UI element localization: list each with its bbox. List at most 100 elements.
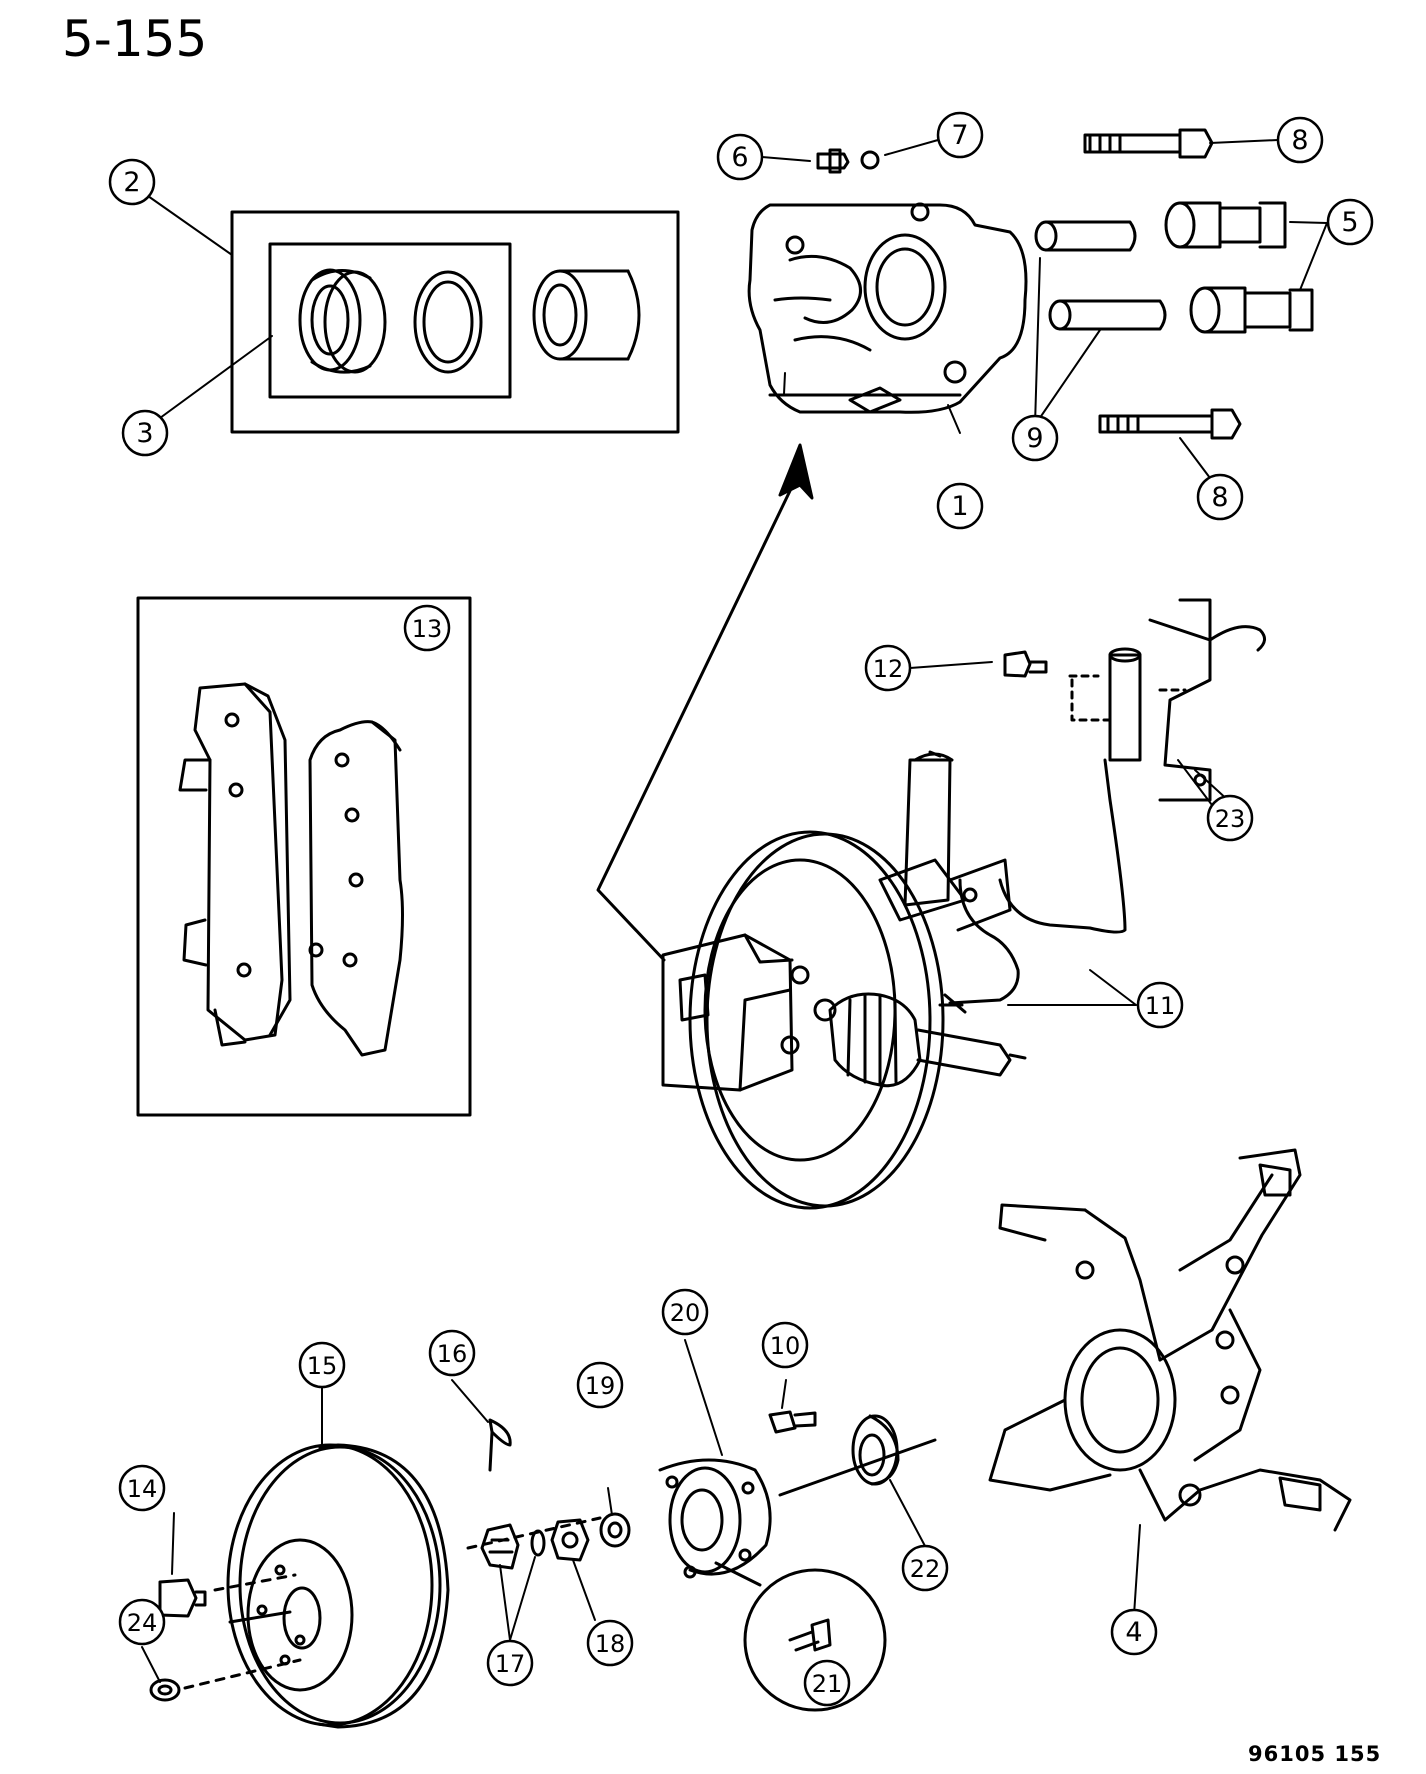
callout-number: 9 — [1026, 423, 1043, 454]
retaining-nut — [149, 1678, 181, 1702]
callout-number: 15 — [307, 1352, 338, 1380]
wheel-lug-nut — [158, 1578, 207, 1618]
sleeve-upper — [1034, 220, 1137, 252]
seal-inner-box — [268, 242, 512, 399]
bushing-upper — [1164, 201, 1287, 249]
callout-18: 18 — [586, 1619, 634, 1667]
figure-code: 96105 155 — [1248, 1742, 1382, 1766]
callout-circle — [1206, 794, 1254, 842]
callout-11: 11 — [1136, 981, 1184, 1029]
sensor-bolt — [1003, 650, 1048, 678]
callout-20: 20 — [661, 1288, 709, 1336]
bleeder-screw — [816, 148, 850, 174]
callout-number: 20 — [670, 1299, 701, 1327]
callout-23: 23 — [1206, 794, 1254, 842]
callout-1: 1 — [936, 482, 984, 530]
callout-circle — [108, 158, 156, 206]
callout-circle — [586, 1619, 634, 1667]
callout-17: 17 — [486, 1639, 534, 1687]
callout-number: 4 — [1125, 1617, 1142, 1648]
callout-circle — [576, 1361, 624, 1409]
brake-rotor — [226, 1443, 450, 1729]
callout-number: 23 — [1215, 805, 1246, 833]
callout-circle — [1110, 1608, 1158, 1656]
callout-circle — [761, 1321, 809, 1369]
guide-pin-bolt-lower — [1098, 408, 1242, 440]
callout-5: 5 — [1326, 198, 1374, 246]
callout-number: 8 — [1211, 482, 1228, 513]
callout-24: 24 — [118, 1598, 166, 1646]
callout-22: 22 — [901, 1544, 949, 1592]
callout-3: 3 — [121, 409, 169, 457]
hub-bearing — [658, 1458, 772, 1579]
callout-number: 11 — [1145, 992, 1176, 1020]
brake-pad-set — [136, 596, 472, 1117]
callout-2: 2 — [108, 158, 156, 206]
callout-circle — [298, 1341, 346, 1389]
hub-nut — [550, 1518, 590, 1562]
callout-circle — [118, 1598, 166, 1646]
callout-number: 14 — [127, 1475, 158, 1503]
bleeder-cap — [860, 150, 880, 170]
callout-circle — [936, 482, 984, 530]
piston-seal — [413, 270, 483, 374]
inner-brake-pad — [308, 720, 404, 1057]
callout-6: 6 — [716, 133, 764, 181]
callout-number: 8 — [1291, 125, 1308, 156]
callout-circle — [1276, 116, 1324, 164]
steering-knuckle — [988, 1148, 1352, 1532]
callout-circle — [1011, 414, 1059, 462]
hub-bolt — [768, 1410, 817, 1434]
cotter-pin — [488, 1418, 512, 1472]
hub-washer — [599, 1512, 631, 1548]
callout-number: 5 — [1341, 207, 1358, 238]
callout-8a: 8 — [1276, 116, 1324, 164]
callout-circle — [864, 644, 912, 692]
callout-number: 2 — [123, 167, 140, 198]
callout-number: 1 — [951, 491, 968, 522]
callout-9: 9 — [1011, 414, 1059, 462]
callout-circle — [1196, 473, 1244, 521]
caliper-assembly — [747, 128, 1314, 440]
callout-14: 14 — [118, 1464, 166, 1512]
callout-number: 19 — [585, 1372, 616, 1400]
guide-pin-bolt-upper — [1083, 128, 1214, 159]
caliper-piston — [532, 269, 641, 361]
callout-number: 10 — [770, 1332, 801, 1360]
hub-components — [149, 1410, 937, 1712]
sleeve-lower — [1048, 299, 1167, 331]
callout-circle — [803, 1659, 851, 1707]
nut-lock — [480, 1523, 546, 1570]
callout-circle — [428, 1329, 476, 1377]
callout-8b: 8 — [1196, 473, 1244, 521]
callout-number: 17 — [495, 1650, 526, 1678]
callout-number: 6 — [731, 142, 748, 173]
callout-13: 13 — [403, 604, 451, 652]
callout-number: 12 — [873, 655, 904, 683]
callout-number: 24 — [127, 1609, 158, 1637]
wheel-stud-detail — [743, 1568, 887, 1712]
callout-number: 22 — [910, 1555, 941, 1583]
callout-circle — [121, 409, 169, 457]
dust-boot — [298, 268, 387, 374]
callout-circle — [486, 1639, 534, 1687]
assembly-arrow — [596, 443, 814, 962]
callout-21: 21 — [803, 1659, 851, 1707]
callout-16: 16 — [428, 1329, 476, 1377]
bushing-lower — [1189, 286, 1314, 334]
callout-12: 12 — [864, 644, 912, 692]
callout-19: 19 — [576, 1361, 624, 1409]
callout-number: 3 — [136, 418, 153, 449]
callout-circle — [118, 1464, 166, 1512]
callout-circle — [403, 604, 451, 652]
callout-number: 7 — [951, 120, 968, 151]
callout-7: 7 — [936, 111, 984, 159]
brake-pad-box — [136, 596, 472, 1117]
callout-10: 10 — [761, 1321, 809, 1369]
seal-kit-box — [230, 210, 680, 434]
assembled-corner — [661, 598, 1266, 1210]
callout-circle — [716, 133, 764, 181]
callout-15: 15 — [298, 1341, 346, 1389]
